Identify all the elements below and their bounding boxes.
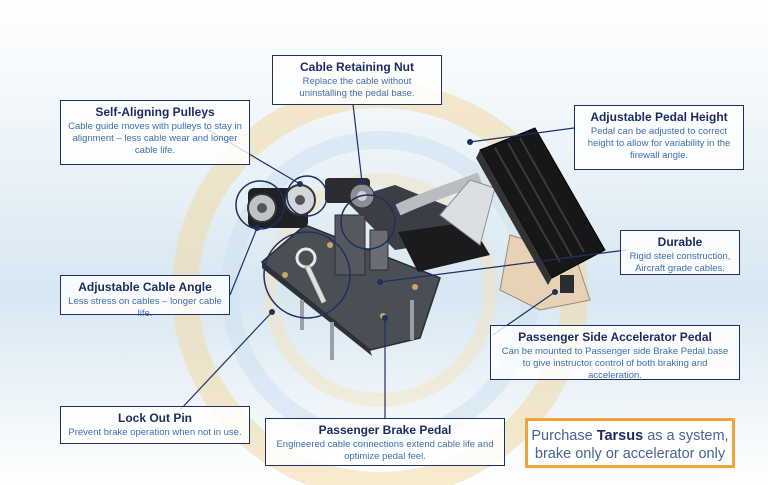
callout-self-aligning-pulleys: Self-Aligning Pulleys Cable guide moves …: [60, 100, 250, 165]
callout-adjustable-pedal-height: Adjustable Pedal Height Pedal can be adj…: [574, 105, 744, 170]
callout-description: Pedal can be adjusted to correct height …: [587, 126, 731, 161]
callout-title: Adjustable Cable Angle: [78, 280, 212, 294]
callout-description: Engineered cable connections extend cabl…: [276, 439, 494, 462]
callout-title: Lock Out Pin: [117, 411, 192, 425]
callout-passenger-brake-pedal: Passenger Brake Pedal Engineered cable c…: [265, 418, 505, 466]
callout-lock-out-pin: Lock Out Pin Prevent brake operation whe…: [60, 406, 250, 444]
purchase-text-pre: Purchase: [531, 428, 597, 444]
callout-cable-retaining-nut: Cable Retaining Nut Replace the cable wi…: [272, 55, 442, 105]
purchase-brand: Tarsus: [596, 428, 644, 444]
purchase-text-line2: brake only or accelerator only: [534, 446, 726, 462]
callout-description: Cable guide moves with pulleys to stay i…: [68, 121, 242, 156]
purchase-text-post: as a system,: [643, 428, 729, 444]
callout-title: Passenger Side Accelerator Pedal: [518, 330, 712, 344]
pulley-assembly: [247, 184, 316, 228]
callout-durable: Durable Rigid steel construction, Aircra…: [620, 230, 740, 275]
callout-description: Less stress on cables – longer cable lif…: [68, 296, 222, 319]
purchase-options-box: Purchase Tarsus as a system, brake only …: [525, 418, 735, 468]
callout-title: Durable: [657, 235, 703, 249]
callout-title: Passenger Brake Pedal: [318, 423, 452, 437]
callout-title: Self-Aligning Pulleys: [95, 105, 215, 119]
lock-out-pin: [295, 247, 327, 304]
callout-title: Adjustable Pedal Height: [590, 110, 728, 124]
callout-passenger-accelerator-pedal: Passenger Side Accelerator Pedal Can be …: [490, 325, 740, 381]
callout-description: Rigid steel construction, Aircraft grade…: [629, 251, 731, 274]
callout-description: Prevent brake operation when not in use.: [68, 427, 242, 438]
callout-description: Can be mounted to Passenger side Brake P…: [501, 346, 729, 381]
callout-adjustable-cable-angle: Adjustable Cable Angle Less stress on ca…: [60, 275, 230, 319]
callout-title: Cable Retaining Nut: [299, 60, 414, 74]
callout-description: Replace the cable without uninstalling t…: [299, 76, 415, 99]
